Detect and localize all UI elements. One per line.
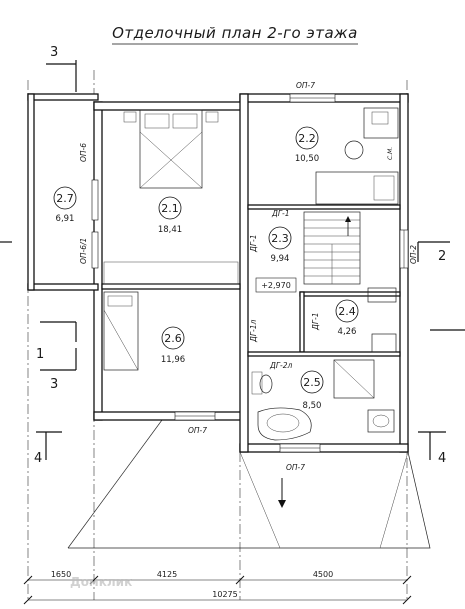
room-area: 6,91 xyxy=(56,214,75,224)
room-area: 9,94 xyxy=(271,254,290,264)
room-area: 8,50 xyxy=(303,401,322,411)
section-markers: 3 1 3 2 4 4 xyxy=(0,45,465,466)
section-4-left-label: 4 xyxy=(34,451,42,466)
level-mark-box xyxy=(255,277,297,293)
room-2-5: 2.5 8,50 xyxy=(300,370,324,411)
room-area: 4,26 xyxy=(338,327,357,337)
room-2-3: 2.3 9,94 xyxy=(268,226,292,264)
door-dg1-c: ДГ-1 xyxy=(311,312,320,331)
room-area: 11,96 xyxy=(161,355,185,365)
dimension-4125: 4125 xyxy=(157,570,177,579)
opening-op7-mid: ОП-7 xyxy=(188,426,207,435)
dimension-lines xyxy=(23,575,412,605)
room-2-7: 2.7 6,91 xyxy=(53,186,77,224)
dimension-1650: 1650 xyxy=(51,570,71,579)
room-number: 2.5 xyxy=(303,376,321,389)
door-dg2l: ДГ-2л xyxy=(269,361,293,370)
section-4-right-label: 4 xyxy=(438,451,446,466)
room-area: 10,50 xyxy=(295,154,319,164)
room-2-2: 2.2 10,50 xyxy=(295,126,319,164)
roof-outline xyxy=(67,419,431,549)
opening-op7-top: ОП-7 xyxy=(296,81,315,90)
room-2-4: 2.4 4,26 xyxy=(335,299,359,337)
door-dg1-b: ДГ-1 xyxy=(249,234,258,253)
room-number: 2.2 xyxy=(298,132,316,145)
room-2-1: 2.1 18,41 xyxy=(158,196,182,235)
wc-mark: С.М. xyxy=(387,147,394,160)
watermark: Домклик xyxy=(70,575,132,589)
room-number: 2.3 xyxy=(271,232,289,245)
plan-title: Отделочный план 2-го этажа xyxy=(112,24,358,42)
level-mark: +2,970 xyxy=(261,281,291,290)
dimension-4500: 4500 xyxy=(313,570,333,579)
door-dg1l: ДГ-1л xyxy=(249,319,258,343)
opening-op6-1: ОП-6/1 xyxy=(79,238,88,264)
dimension-total: 10275 xyxy=(212,590,237,599)
section-1-label: 1 xyxy=(36,347,44,362)
room-number: 2.4 xyxy=(338,305,356,318)
opening-labels: ОП-7 ОП-7 ОП-7 ОП-6 ОП-6/1 ОП-2 ДГ-1 ДГ-… xyxy=(79,81,418,472)
section-3-bottom-label: 3 xyxy=(50,377,58,392)
windows xyxy=(91,93,409,453)
section-2-label: 2 xyxy=(438,249,446,264)
room-2-6: 2.6 11,96 xyxy=(161,326,185,365)
door-dg1-a: ДГ-1 xyxy=(271,209,290,218)
arrows xyxy=(278,216,351,508)
opening-op7-bottom: ОП-7 xyxy=(286,463,305,472)
room-number: 2.1 xyxy=(161,202,179,215)
room-area: 18,41 xyxy=(158,225,182,235)
opening-op6: ОП-6 xyxy=(79,143,88,162)
room-number: 2.7 xyxy=(56,192,74,205)
room-number: 2.6 xyxy=(164,332,182,345)
section-3-top-label: 3 xyxy=(50,45,58,60)
inner-walls xyxy=(101,204,401,357)
furniture xyxy=(103,107,399,441)
opening-op2: ОП-2 xyxy=(409,245,418,264)
